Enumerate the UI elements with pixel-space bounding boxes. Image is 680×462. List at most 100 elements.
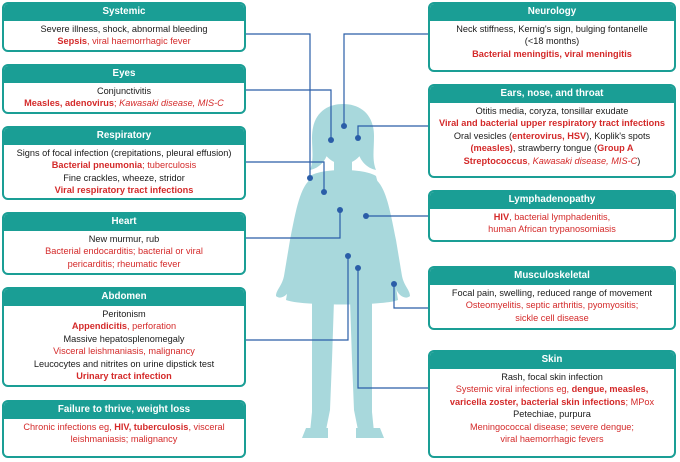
connector-respiratory	[246, 161, 325, 190]
panel-line: Conjunctivitis	[8, 85, 240, 97]
text-segment: New murmur, rub	[88, 234, 160, 244]
panel-title: Heart	[4, 214, 244, 231]
lymphadenopathy-panel: Lymphadenopathy HIV, bacterial lymphaden…	[428, 190, 676, 242]
panel-line: Bacterial meningitis, viral meningitis	[434, 48, 670, 60]
panel-title: Ears, nose, and throat	[430, 86, 674, 103]
text-segment: ;	[114, 98, 120, 109]
panel-line: Systemic viral infections eg, dengue, me…	[434, 383, 670, 395]
text-segment: Osteomyelitis, septic arthritis, pyomyos…	[465, 300, 639, 311]
systemic-panel: Systemic Severe illness, shock, abnormal…	[2, 2, 246, 52]
panel-body: Signs of focal infection (crepitations, …	[4, 145, 244, 197]
connector-skin	[357, 270, 428, 389]
text-segment: Streptococcus	[463, 155, 528, 166]
panel-line: Peritonism	[8, 308, 240, 320]
panel-body: Chronic infections eg, HIV, tuberculosis…	[4, 419, 244, 446]
text-segment: viral haemorrhagic fevers	[500, 434, 604, 445]
panel-line: (measles), strawberry tongue (Group A	[434, 142, 670, 154]
ent-panel: Ears, nose, and throat Otitis media, cor…	[428, 84, 676, 178]
text-segment: , viral haemorrhagic fever	[86, 36, 191, 47]
text-segment: enterovirus, HSV	[512, 130, 587, 141]
panel-body: Focal pain, swelling, reduced range of m…	[430, 285, 674, 324]
panel-line: Measles, adenovirus; Kawasaki disease, M…	[8, 97, 240, 109]
panel-line: Oral vesicles (enterovirus, HSV), Koplik…	[434, 130, 670, 142]
panel-line: Bacterial endocarditis; bacterial or vir…	[8, 245, 240, 257]
panel-line: Viral respiratory tract infections	[8, 184, 240, 196]
connector-heart	[246, 212, 341, 239]
panel-title: Systemic	[4, 4, 244, 21]
text-segment: Kawasaki disease, MIS-C	[532, 155, 638, 166]
connector-eyes	[246, 89, 332, 138]
text-segment: Leucocytes and nitrites on urine dipstic…	[33, 358, 215, 369]
text-segment: Bacterial meningitis, viral meningitis	[472, 48, 632, 59]
text-segment: Fine crackles, wheeze, stridor	[63, 172, 185, 183]
panel-line: Streptococcus, Kawasaki disease, MIS-C)	[434, 155, 670, 167]
text-segment: Severe illness, shock, abnormal bleeding	[40, 24, 208, 34]
text-segment: Kawasaki disease, MIS-C	[119, 98, 224, 109]
text-segment: , strawberry tongue (	[512, 143, 598, 154]
text-segment: leishmaniasis; malignancy	[70, 434, 178, 445]
panel-title: Failure to thrive, weight loss	[4, 402, 244, 419]
panel-title: Musculoskeletal	[430, 268, 674, 285]
text-segment: Measles, adenovirus	[24, 98, 115, 109]
connector-dots	[307, 123, 397, 287]
failure-to-thrive-panel: Failure to thrive, weight loss Chronic i…	[2, 400, 246, 458]
text-segment: Viral respiratory tract infections	[54, 185, 194, 196]
panel-title: Eyes	[4, 66, 244, 83]
connector-neurology	[343, 33, 428, 124]
connector-abdomen	[246, 258, 349, 341]
panel-title: Neurology	[430, 4, 674, 21]
connector-ent	[357, 125, 428, 136]
text-segment: Petechiae, purpura	[513, 409, 591, 420]
panel-line: Signs of focal infection (crepitations, …	[8, 147, 240, 159]
text-segment: Otitis media, coryza, tonsillar exudate	[475, 106, 629, 116]
text-segment: Visceral leishmaniasis, malignancy	[53, 346, 195, 357]
panel-line: HIV, bacterial lymphadenitis,	[434, 211, 670, 223]
text-segment: (measles)	[470, 143, 513, 154]
panel-line: Focal pain, swelling, reduced range of m…	[434, 287, 670, 299]
neurology-panel: Neurology Neck stiffness, Kernig's sign,…	[428, 2, 676, 72]
text-segment: pericarditis; rheumatic fever	[67, 258, 181, 269]
text-segment: Viral and bacterial upper respiratory tr…	[438, 118, 666, 129]
text-segment: HIV, tuberculosis	[114, 422, 189, 432]
text-segment: Focal pain, swelling, reduced range of m…	[451, 288, 653, 298]
child-silhouette	[276, 104, 410, 438]
panel-title: Abdomen	[4, 289, 244, 306]
panel-line: Chronic infections eg, HIV, tuberculosis…	[8, 421, 240, 433]
panel-line: Neck stiffness, Kernig's sign, bulging f…	[434, 23, 670, 35]
panel-line: New murmur, rub	[8, 233, 240, 245]
panel-line: leishmaniasis; malignancy	[8, 433, 240, 445]
connector-musculo	[393, 286, 428, 309]
text-segment: Massive hepatosplenomegaly	[63, 333, 185, 344]
text-segment: sickle cell disease	[515, 312, 589, 323]
panel-body: Neck stiffness, Kernig's sign, bulging f…	[430, 21, 674, 60]
text-segment: Signs of focal infection (crepitations, …	[16, 148, 232, 158]
panel-line: varicella zoster, bacterial skin infecti…	[434, 396, 670, 408]
panel-body: HIV, bacterial lymphadenitis,human Afric…	[430, 209, 674, 236]
panel-line: Otitis media, coryza, tonsillar exudate	[434, 105, 670, 117]
text-segment: ,	[527, 155, 533, 166]
panel-line: Sepsis, viral haemorrhagic fever	[8, 35, 240, 47]
panel-line: Viral and bacterial upper respiratory tr…	[434, 117, 670, 129]
text-segment: , perforation	[127, 321, 177, 332]
musculoskeletal-panel: Musculoskeletal Focal pain, swelling, re…	[428, 266, 676, 330]
panel-line: Rash, focal skin infection	[434, 371, 670, 383]
text-segment: )	[637, 155, 641, 166]
connector-systemic	[246, 33, 311, 176]
text-segment: , visceral	[188, 422, 225, 432]
text-segment: (<18 months)	[524, 36, 580, 47]
panel-line: Appendicitis, perforation	[8, 320, 240, 332]
text-segment: Systemic viral infections eg,	[455, 384, 572, 395]
text-segment: ), Koplik's spots	[586, 130, 651, 141]
text-segment: ; tuberculosis	[142, 160, 197, 171]
panel-line: Fine crackles, wheeze, stridor	[8, 172, 240, 184]
text-segment: Neck stiffness, Kernig's sign, bulging f…	[456, 24, 648, 34]
text-segment: Oral vesicles (	[453, 130, 513, 141]
panel-line: Urinary tract infection	[8, 370, 240, 382]
respiratory-panel: Respiratory Signs of focal infection (cr…	[2, 126, 246, 200]
